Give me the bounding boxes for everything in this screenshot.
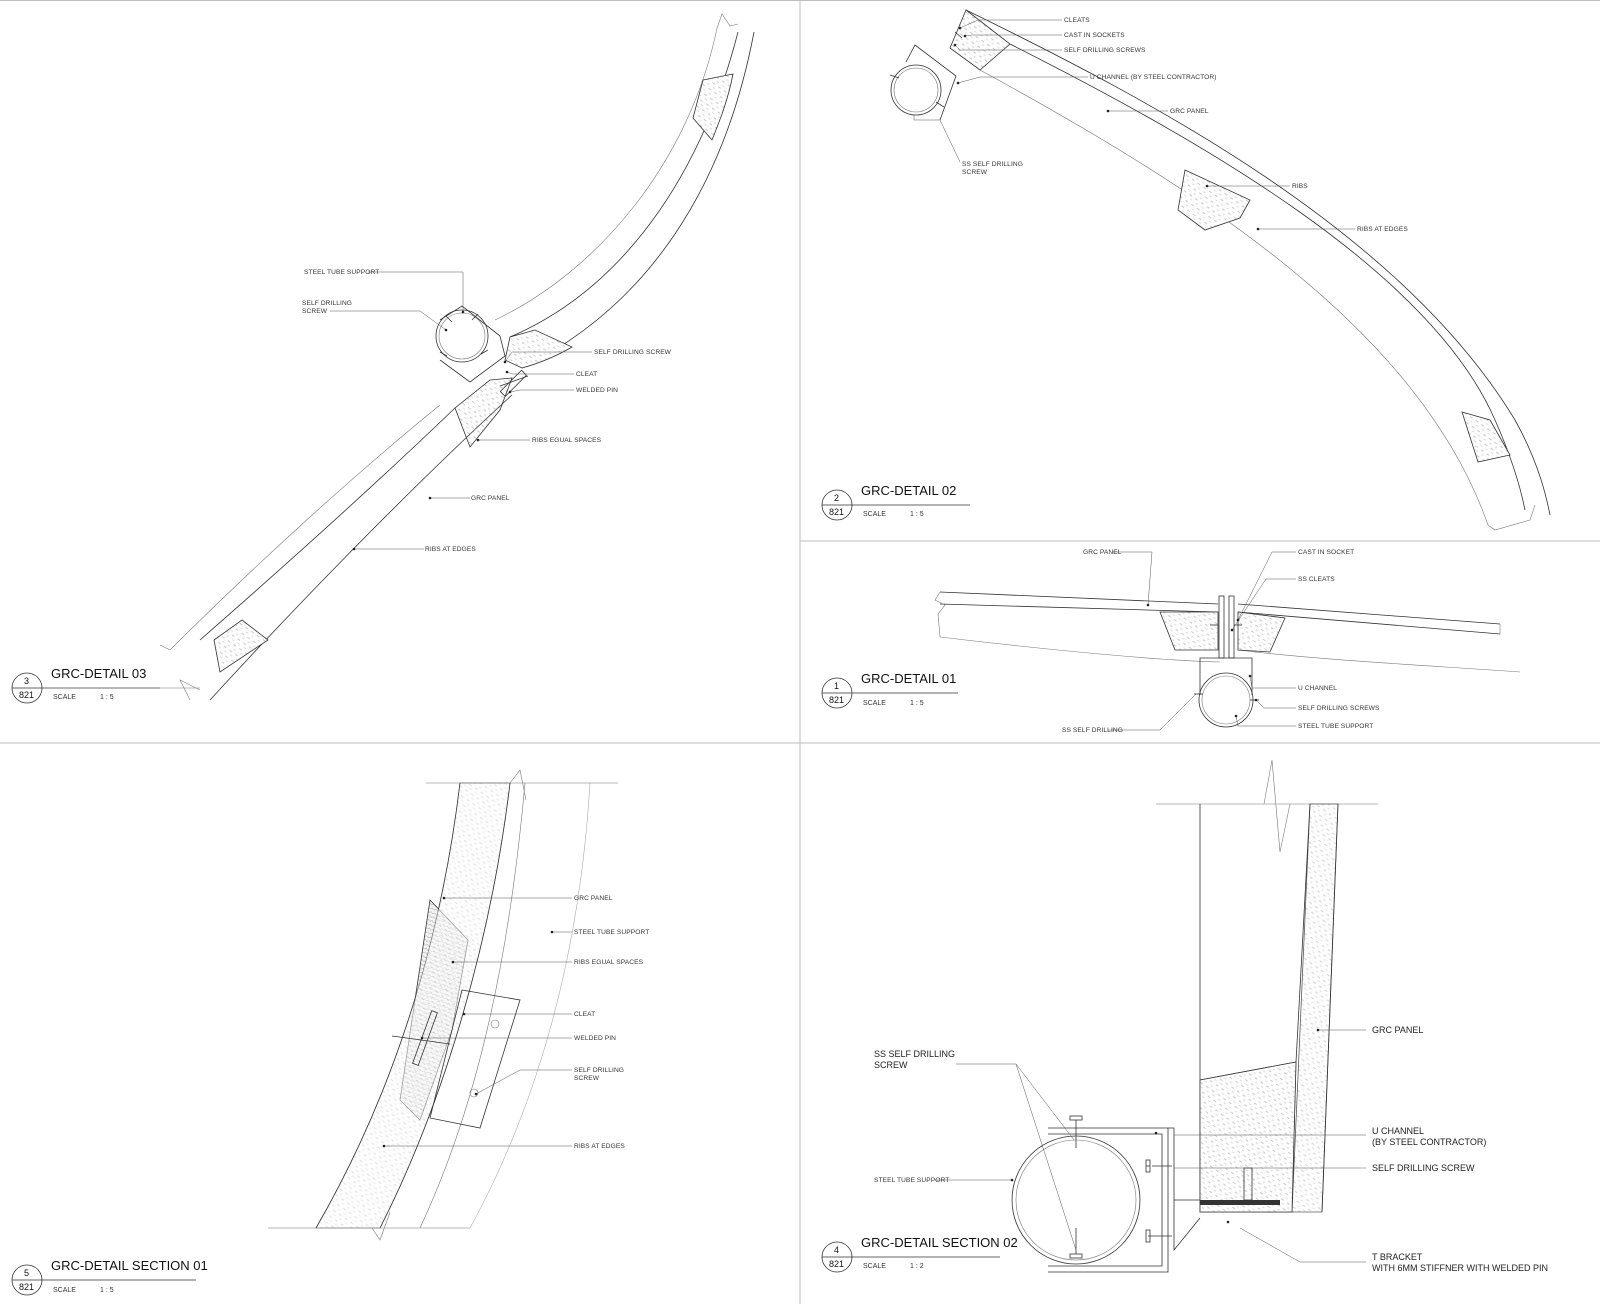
detail-01-number: 1 [834, 681, 839, 691]
detail-02-scale-value: 1 : 5 [910, 511, 924, 518]
detail-01-title-block: 1 821 GRC-DETAIL 01 SCALE 1 : 5 [821, 671, 958, 709]
detail-section-01-title-block: 5 821 GRC-DETAIL SECTION 01 SCALE 1 : 5 [11, 1258, 208, 1296]
label-cleats: CLEATS [1064, 17, 1090, 24]
label-grc-panel: GRC PANEL [1170, 108, 1209, 115]
label-screw: SCREW [962, 169, 988, 176]
detail-02-annotations: CLEATS CAST IN SOCKETS SELF DRILLING SCR… [962, 17, 1408, 233]
detail-section-02-drawing [1011, 759, 1378, 1273]
detail-section-01-sheet: 821 [19, 1282, 34, 1292]
label-u-channel: U CHANNEL [1372, 1126, 1424, 1136]
label-u-channel: U CHANNEL [1298, 685, 1337, 692]
detail-02-scale-label: SCALE [863, 511, 886, 518]
label-ribs-egual-spaces: RIBS EGUAL SPACES [574, 959, 644, 966]
detail-section-02-sheet: 821 [829, 1259, 844, 1269]
label-ribs: RIBS [1292, 183, 1308, 190]
label-steel-tube-support: STEEL TUBE SUPPORT [1298, 723, 1373, 730]
label-grc-panel: GRC PANEL [574, 895, 613, 902]
detail-02-number: 2 [834, 493, 839, 503]
label-welded-pin: WELDED PIN [574, 1035, 616, 1042]
detail-section-01-title: GRC-DETAIL SECTION 01 [51, 1258, 208, 1273]
label-cast-in-sockets: CAST IN SOCKETS [1064, 32, 1125, 39]
detail-section-02-scale-label: SCALE [863, 1263, 886, 1270]
label-ribs-at-edges: RIBS AT EDGES [574, 1143, 625, 1150]
label-ss-cleats: SS CLEATS [1298, 576, 1335, 583]
label-ss-self-drilling: SS SELF DRILLING [1062, 727, 1123, 734]
detail-01-drawing [934, 591, 1521, 728]
detail-03-title: GRC-DETAIL 03 [51, 666, 146, 681]
detail-section-02-title: GRC-DETAIL SECTION 02 [861, 1235, 1018, 1250]
detail-02-leaders [913, 19, 1355, 231]
label-steel-tube-support: STEEL TUBE SUPPORT [574, 929, 649, 936]
label-self-drilling: SELF DRILLING [302, 300, 352, 307]
detail-03-title-block: 3 821 GRC-DETAIL 03 SCALE 1 : 5 [11, 666, 200, 704]
detail-section-01-leaders [382, 896, 572, 1148]
detail-section-01-drawing [268, 769, 618, 1241]
label-grc-panel: GRC PANEL [1083, 549, 1122, 556]
detail-01-leaders [1108, 551, 1296, 731]
label-u-channel: U CHANNEL (BY STEEL CONTRACTOR) [1090, 74, 1217, 81]
label-grc-panel: GRC PANEL [471, 495, 510, 502]
label-cleat: CLEAT [574, 1011, 595, 1018]
label-self-drilling-screw: SELF DRILLING SCREW [594, 349, 672, 356]
label-ribs-at-edges: RIBS AT EDGES [425, 546, 476, 553]
label-stiffener: WITH 6MM STIFFNER WITH WELDED PIN [1372, 1263, 1548, 1273]
label-screw: SCREW [574, 1075, 600, 1082]
label-cast-in-socket: CAST IN SOCKET [1298, 549, 1354, 556]
detail-section-01-annotations: GRC PANEL STEEL TUBE SUPPORT RIBS EGUAL … [574, 895, 649, 1150]
label-ribs-egual-spaces: RIBS EGUAL SPACES [532, 437, 602, 444]
label-ss-self-drilling: SS SELF DRILLING [874, 1049, 955, 1059]
detail-02-drawing [889, 9, 1551, 531]
detail-03-number: 3 [24, 676, 29, 686]
detail-section-01-scale-value: 1 : 5 [100, 1287, 114, 1294]
label-ss-self-drilling: SS SELF DRILLING [962, 161, 1023, 168]
detail-01-annotations: GRC PANEL CAST IN SOCKET SS CLEATS U CHA… [1062, 549, 1380, 734]
label-welded-pin: WELDED PIN [576, 387, 618, 394]
detail-01-scale-value: 1 : 5 [910, 700, 924, 707]
detail-02-title: GRC-DETAIL 02 [861, 483, 956, 498]
detail-03-scale-value: 1 : 5 [100, 694, 114, 701]
detail-01-scale-label: SCALE [863, 700, 886, 707]
label-by-steel-contractor: (BY STEEL CONTRACTOR) [1372, 1137, 1486, 1147]
detail-section-02-scale-value: 1 : 2 [910, 1263, 924, 1270]
detail-03-annotations: STEEL TUBE SUPPORT SELF DRILLING SCREW S… [302, 269, 672, 553]
detail-02-title-block: 2 821 GRC-DETAIL 02 SCALE 1 : 5 [821, 483, 970, 521]
detail-section-02-annotations: GRC PANEL SS SELF DRILLING SCREW U CHANN… [874, 1025, 1548, 1273]
label-screw: SCREW [874, 1060, 908, 1070]
label-ribs-at-edges: RIBS AT EDGES [1357, 226, 1408, 233]
label-self-drilling-screws: SELF DRILLING SCREWS [1298, 705, 1380, 712]
label-cleat: CLEAT [576, 371, 597, 378]
detail-01-sheet: 821 [829, 695, 844, 705]
detail-03-sheet: 821 [19, 690, 34, 700]
label-steel-tube-support: STEEL TUBE SUPPORT [874, 1177, 949, 1184]
detail-01-title: GRC-DETAIL 01 [861, 671, 956, 686]
label-t-bracket: T BRACKET [1372, 1252, 1423, 1262]
label-steel-tube-support: STEEL TUBE SUPPORT [304, 269, 379, 276]
label-screw: SCREW [302, 308, 328, 315]
detail-02-sheet: 821 [829, 507, 844, 517]
detail-section-02-leaders [934, 1028, 1366, 1263]
detail-03-drawing [159, 13, 755, 701]
label-self-drilling-screws: SELF DRILLING SCREWS [1064, 47, 1146, 54]
detail-section-02-number: 4 [834, 1245, 839, 1255]
detail-section-01-scale-label: SCALE [53, 1287, 76, 1294]
detail-section-01-number: 5 [24, 1268, 29, 1278]
detail-03-scale-label: SCALE [53, 694, 76, 701]
detail-03-leaders [330, 271, 592, 551]
label-self-drilling: SELF DRILLING [574, 1067, 624, 1074]
detail-section-02-title-block: 4 821 GRC-DETAIL SECTION 02 SCALE 1 : 2 [821, 1235, 1018, 1273]
label-self-drilling-screw: SELF DRILLING SCREW [1372, 1163, 1475, 1173]
label-grc-panel: GRC PANEL [1372, 1025, 1423, 1035]
